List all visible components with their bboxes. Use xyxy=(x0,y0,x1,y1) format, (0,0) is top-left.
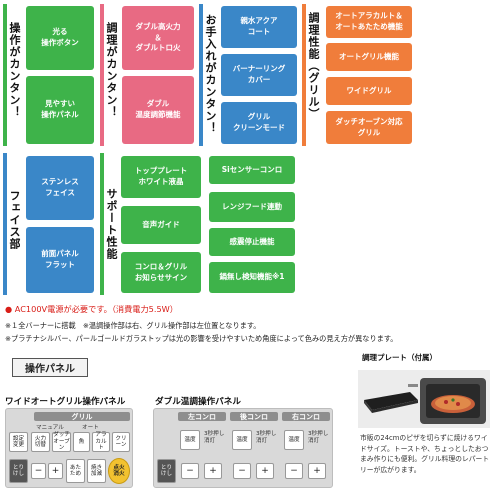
fish-button[interactable]: 魚 xyxy=(73,432,90,452)
tile-double-high-power: ダブル高火力 ＆ ダブルトロ火 xyxy=(122,6,194,70)
cooking-label: 調理がカンタン！ xyxy=(105,22,118,118)
tile-grill-clean-mode: グリル クリーンモード xyxy=(221,102,297,144)
power-note: ● AC100V電源が必要です。（消費電力5.5W） xyxy=(5,304,178,314)
left-off-hint: 3秒押し 消灯 xyxy=(204,431,225,444)
doneness-button[interactable]: 焼き 加減 xyxy=(87,459,106,483)
care-label: お手入れがカンタン！ xyxy=(204,14,217,134)
tile-si-sensor: Siセンサーコンロ xyxy=(209,156,295,184)
heat-switch-button[interactable]: 火力 切替 xyxy=(31,432,50,452)
left-minus-button[interactable]: − xyxy=(181,463,199,479)
tile-glowing-buttons: 光る 操作ボタン xyxy=(26,6,94,70)
dutch-oven-button[interactable]: ダッチ オーブン xyxy=(52,432,71,452)
tile-aqua-coat: 親水アクア コート xyxy=(221,6,297,48)
minus-button[interactable]: − xyxy=(31,463,46,479)
cooking-plate-photo xyxy=(358,370,490,428)
back-temp-button[interactable]: 温度 xyxy=(232,430,252,450)
tile-burner-ring-cover: バーナーリング カバー xyxy=(221,54,297,96)
tile-flat-front-panel: 前面パネル フラット xyxy=(26,227,94,293)
grill-label: 調理性能（グリル） xyxy=(307,12,320,120)
right-temp-button[interactable]: 温度 xyxy=(284,430,304,450)
alacarte-button[interactable]: アラ カルト xyxy=(92,432,110,452)
footnote-2: ※プラチナシルバー、パールゴールドガラストップは光の影響を受けやすいため角度によ… xyxy=(5,334,398,343)
tile-auto-alacarte: オートアラカルト＆ オートあたため機能 xyxy=(326,6,412,38)
manual-label: マニュアル xyxy=(36,425,64,431)
plate-caption: 調理プレート（付属） xyxy=(362,353,437,362)
cancel-button[interactable]: とり けし xyxy=(9,459,28,483)
clean-button[interactable]: クリーン xyxy=(112,432,130,452)
right-off-hint: 3秒押し 消灯 xyxy=(308,431,329,444)
tile-dutch-oven-grill: ダッチオーブン対応 グリル xyxy=(326,111,412,144)
operation-bracket xyxy=(3,4,7,146)
tile-stainless-face: ステンレス フェイス xyxy=(26,156,94,220)
left-panel-caption: ワイドオートグリル操作パネル xyxy=(5,397,126,407)
tile-voice-guide: 音声ガイド xyxy=(121,206,201,244)
face-label: フェイス部 xyxy=(8,190,21,250)
auto-label: オート xyxy=(82,425,99,431)
left-temp-button[interactable]: 温度 xyxy=(180,430,200,450)
right-panel-caption: ダブル温調操作パネル xyxy=(155,397,241,407)
tile-range-hood: レンジフード連動 xyxy=(209,192,295,222)
ignite-button[interactable]: 点火 消火 xyxy=(108,458,130,484)
settings-change-button[interactable]: 設定 変更 xyxy=(9,432,28,452)
face-bracket xyxy=(3,153,7,295)
right-plus-button[interactable]: + xyxy=(308,463,326,479)
grill-bracket xyxy=(302,4,306,146)
support-label: サポート性能 xyxy=(105,188,118,260)
reheat-button[interactable]: あた ため xyxy=(66,459,85,483)
tile-white-lcd: トッププレート ホワイト液晶 xyxy=(121,156,201,198)
left-burner-bar: 左コンロ xyxy=(178,412,226,421)
tile-auto-grill: オートグリル機能 xyxy=(326,43,412,71)
tile-wide-grill: ワイドグリル xyxy=(326,77,412,105)
double-temp-panel: 左コンロ 後コンロ 右コンロ 温度 3秒押し 消灯 温度 3秒押し 消灯 温度 … xyxy=(153,408,333,488)
left-plus-button[interactable]: + xyxy=(204,463,222,479)
plate-description: 市販の24cmのピザを切らずに焼けるワイドサイズ。トーストや、ちょっとしたおつま… xyxy=(360,434,490,474)
operation-label: 操作がカンタン！ xyxy=(8,22,21,118)
grill-bar: グリル xyxy=(34,412,130,421)
temp-cancel-button[interactable]: とり けし xyxy=(157,459,176,483)
back-plus-button[interactable]: + xyxy=(256,463,274,479)
wide-auto-grill-panel: グリル マニュアル オート 設定 変更 火力 切替 ダッチ オーブン 魚 アラ … xyxy=(5,408,133,488)
tile-notify-sign: コンロ＆グリル お知らせサイン xyxy=(121,252,201,293)
support-bracket xyxy=(100,153,104,295)
tile-readable-panel: 見やすい 操作パネル xyxy=(26,76,94,144)
back-minus-button[interactable]: − xyxy=(233,463,251,479)
care-bracket xyxy=(199,4,203,146)
right-minus-button[interactable]: − xyxy=(285,463,303,479)
tile-pan-detect: 鍋無し検知機能※1 xyxy=(209,262,295,293)
footnote-1: ※１全バーナーに搭載 ※温調操作部は右、グリル操作部は左位置となります。 xyxy=(5,321,261,330)
back-off-hint: 3秒押し 消灯 xyxy=(256,431,277,444)
tile-quake-stop: 感震停止機能 xyxy=(209,228,295,256)
right-burner-bar: 右コンロ xyxy=(282,412,330,421)
tile-double-temp-control: ダブル 温度調節機能 xyxy=(122,76,194,144)
cooking-bracket xyxy=(100,4,104,146)
plus-button[interactable]: + xyxy=(48,463,63,479)
back-burner-bar: 後コンロ xyxy=(230,412,278,421)
section-title: 操作パネル xyxy=(12,358,88,377)
